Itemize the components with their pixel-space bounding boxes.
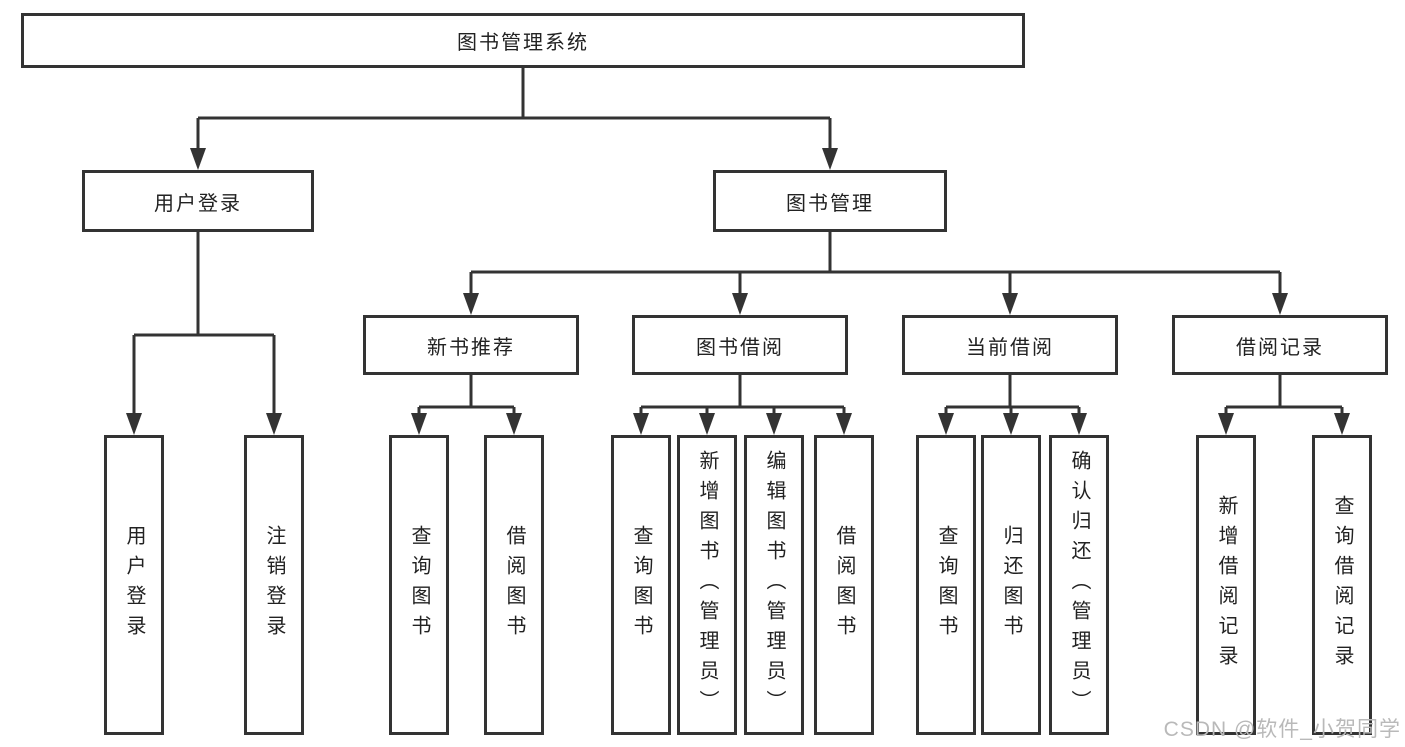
node-library-system-root: 图书管理系统 (21, 13, 1025, 68)
node-book-borrowing: 图书借阅 (632, 315, 848, 375)
node-borrow-book-recommend: 借阅图书 (484, 435, 544, 735)
node-current-borrowing: 当前借阅 (902, 315, 1118, 375)
node-borrow-book-leaf: 借阅图书 (814, 435, 874, 735)
node-user-login-branch: 用户登录 (82, 170, 314, 232)
csdn-watermark: CSDN @软件_小贺同学 (1163, 718, 1401, 741)
node-add-book-admin: 新增图书（管理员） (677, 435, 737, 735)
node-logout-leaf: 注销登录 (244, 435, 304, 735)
node-query-books-borrowing: 查询图书 (611, 435, 671, 735)
connector-path (132, 68, 1344, 415)
node-new-book-recommend: 新书推荐 (363, 315, 579, 375)
node-query-books-recommend: 查询图书 (389, 435, 449, 735)
node-edit-book-admin: 编辑图书（管理员） (744, 435, 804, 735)
node-return-book: 归还图书 (981, 435, 1041, 735)
node-query-borrow-record: 查询借阅记录 (1312, 435, 1372, 735)
node-book-management: 图书管理 (713, 170, 947, 232)
arrowhead-icons (126, 148, 1350, 435)
node-borrow-records: 借阅记录 (1172, 315, 1388, 375)
node-query-books-current: 查询图书 (916, 435, 976, 735)
node-confirm-return-admin: 确认归还（管理员） (1049, 435, 1109, 735)
node-add-borrow-record: 新增借阅记录 (1196, 435, 1256, 735)
node-user-login-leaf: 用户登录 (104, 435, 164, 735)
